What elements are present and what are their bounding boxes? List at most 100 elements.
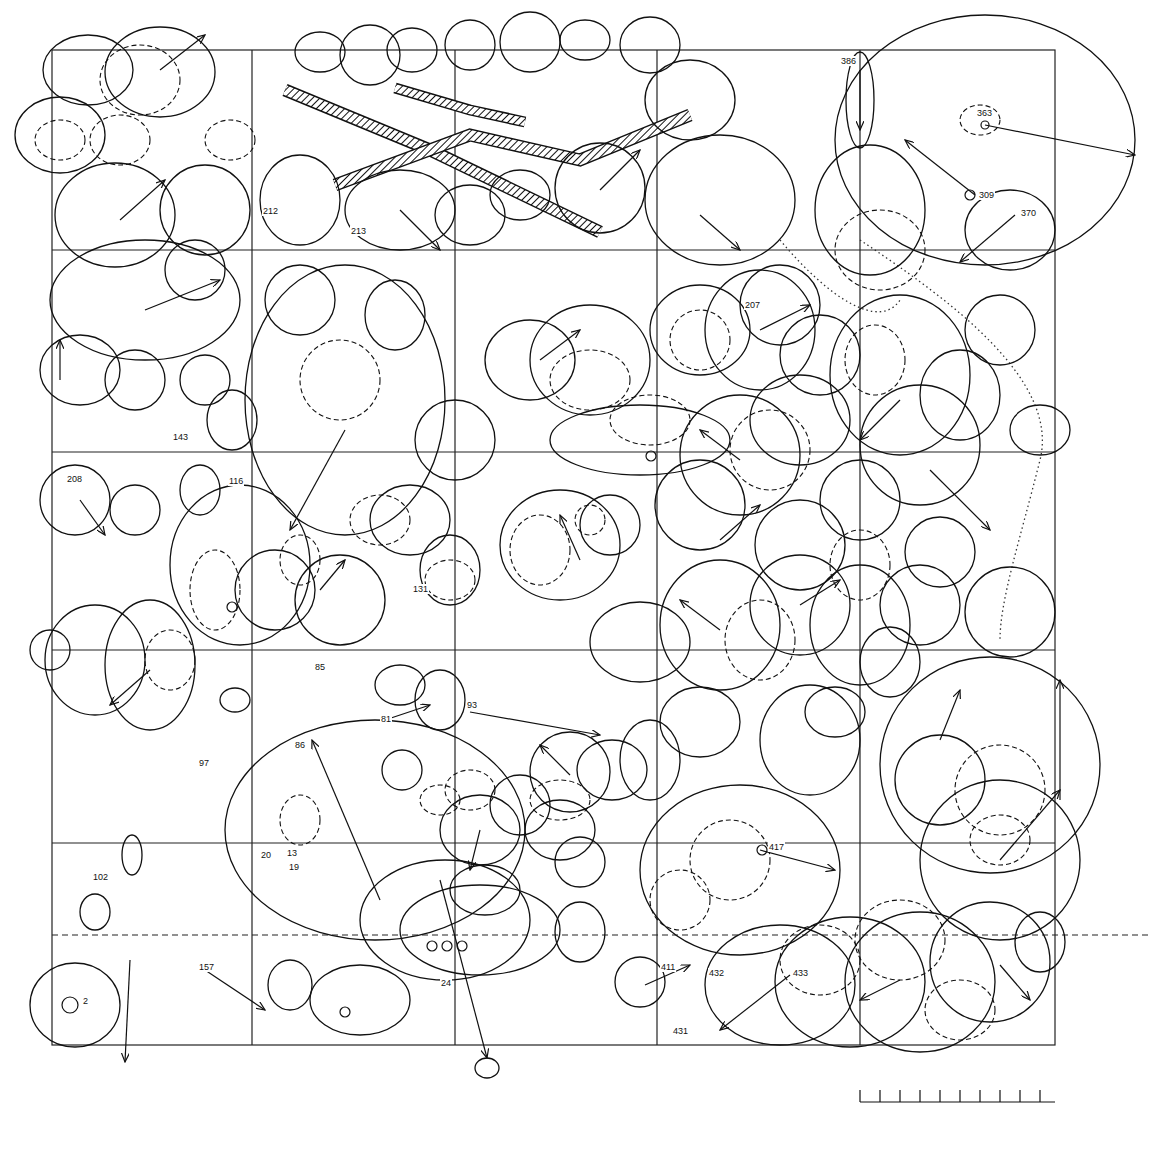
tree-crown [365,280,425,350]
tree-crown [670,310,730,370]
tree-crown [955,745,1045,835]
tree-crown [180,465,220,515]
map-part [60,35,1135,1062]
tree-number: 81 [380,714,392,724]
lean-arrow [940,690,960,740]
tree-crown [965,190,1055,270]
lean-arrow [52,451,1055,452]
tree-number: 13 [286,848,298,858]
tree-crown [43,35,133,105]
tree-number: 207 [744,300,761,310]
tree-crown [580,495,640,555]
tree-number: 19 [288,862,300,872]
tree-number: 363 [976,108,993,118]
lean-arrow [80,500,105,535]
tree-number: 93 [466,700,478,710]
tree-crown [555,143,645,233]
tree-crown [780,925,860,995]
lean-arrow [454,50,455,1045]
tree-number: 309 [978,190,995,200]
tree-number: 386 [840,56,857,66]
tree-number: 411 [660,962,676,972]
tree-crown [880,657,1100,873]
tree-crown [310,965,410,1035]
tree-number: 157 [198,962,215,972]
map-line [395,88,525,122]
tree-crown [180,355,230,405]
tree-crown [930,902,1050,1022]
tree-crown [645,60,735,140]
lean-arrow [720,505,760,540]
map-line [285,90,600,232]
tree-crown [500,490,620,600]
lean-arrow [1059,680,1060,800]
tree-number: 86 [294,740,306,750]
tree-crown [655,460,745,550]
tree-crown [550,350,630,410]
lean-arrow [560,515,580,560]
tree-crown [340,25,400,85]
tree-crown [575,505,605,535]
tree-crown [555,837,605,887]
tree-crown [265,265,335,335]
tree-crown [510,515,570,585]
lean-arrow [290,430,345,530]
tree-crown [145,630,195,690]
lean-arrow [600,150,640,190]
lean-arrow [1000,965,1030,1000]
tree-crown [350,495,410,545]
lean-arrow [440,880,487,1058]
tree-number: 212 [262,206,279,216]
tree-crown [577,740,647,800]
tree-number: 85 [314,662,326,672]
lean-arrow [125,960,130,1062]
stem-mark [442,941,452,951]
tree-crown [30,630,70,670]
tree-crown [760,685,860,795]
tree-crown [45,605,145,715]
lean-arrow [1000,790,1060,860]
tree-number: 143 [172,432,189,442]
tree-crown [970,815,1030,865]
tree-crown [475,1058,499,1078]
tree-crown [295,32,345,72]
stem-mark [62,997,78,1013]
tree-crown [205,120,255,160]
tree-crown [860,627,920,697]
tree-crown [550,405,730,475]
lean-arrow [540,330,580,360]
tree-crown [435,185,505,245]
tree-crown [705,270,815,390]
tree-crown [90,115,150,165]
stem-mark [757,845,767,855]
lean-arrow [760,850,835,870]
tree-number: 208 [66,474,83,484]
tree-crown [360,860,530,980]
tree-crown [30,963,120,1047]
tree-crown [100,45,180,115]
map-part [35,45,1045,1040]
tree-crown [835,15,1135,265]
stem-mark [981,121,989,129]
lean-arrow [859,70,860,130]
tree-crown [490,170,550,220]
tree-crown [905,517,975,587]
lean-arrow [470,712,600,735]
lean-arrow [700,215,740,250]
stem-mark [457,941,467,951]
lean-arrow [905,140,975,195]
tree-crown [500,12,560,72]
tree-crown [110,485,160,535]
tree-crown [660,560,780,690]
tree-crown [235,550,315,630]
tree-crown [740,265,820,345]
tree-crown [15,97,105,173]
tree-crown [420,535,480,605]
tree-crown [805,687,865,737]
tree-crown [830,295,970,455]
tree-crown [245,265,445,535]
lean-arrow [52,649,1055,650]
tree-crown [105,350,165,410]
map-line [335,115,690,185]
tree-crown [382,750,422,790]
